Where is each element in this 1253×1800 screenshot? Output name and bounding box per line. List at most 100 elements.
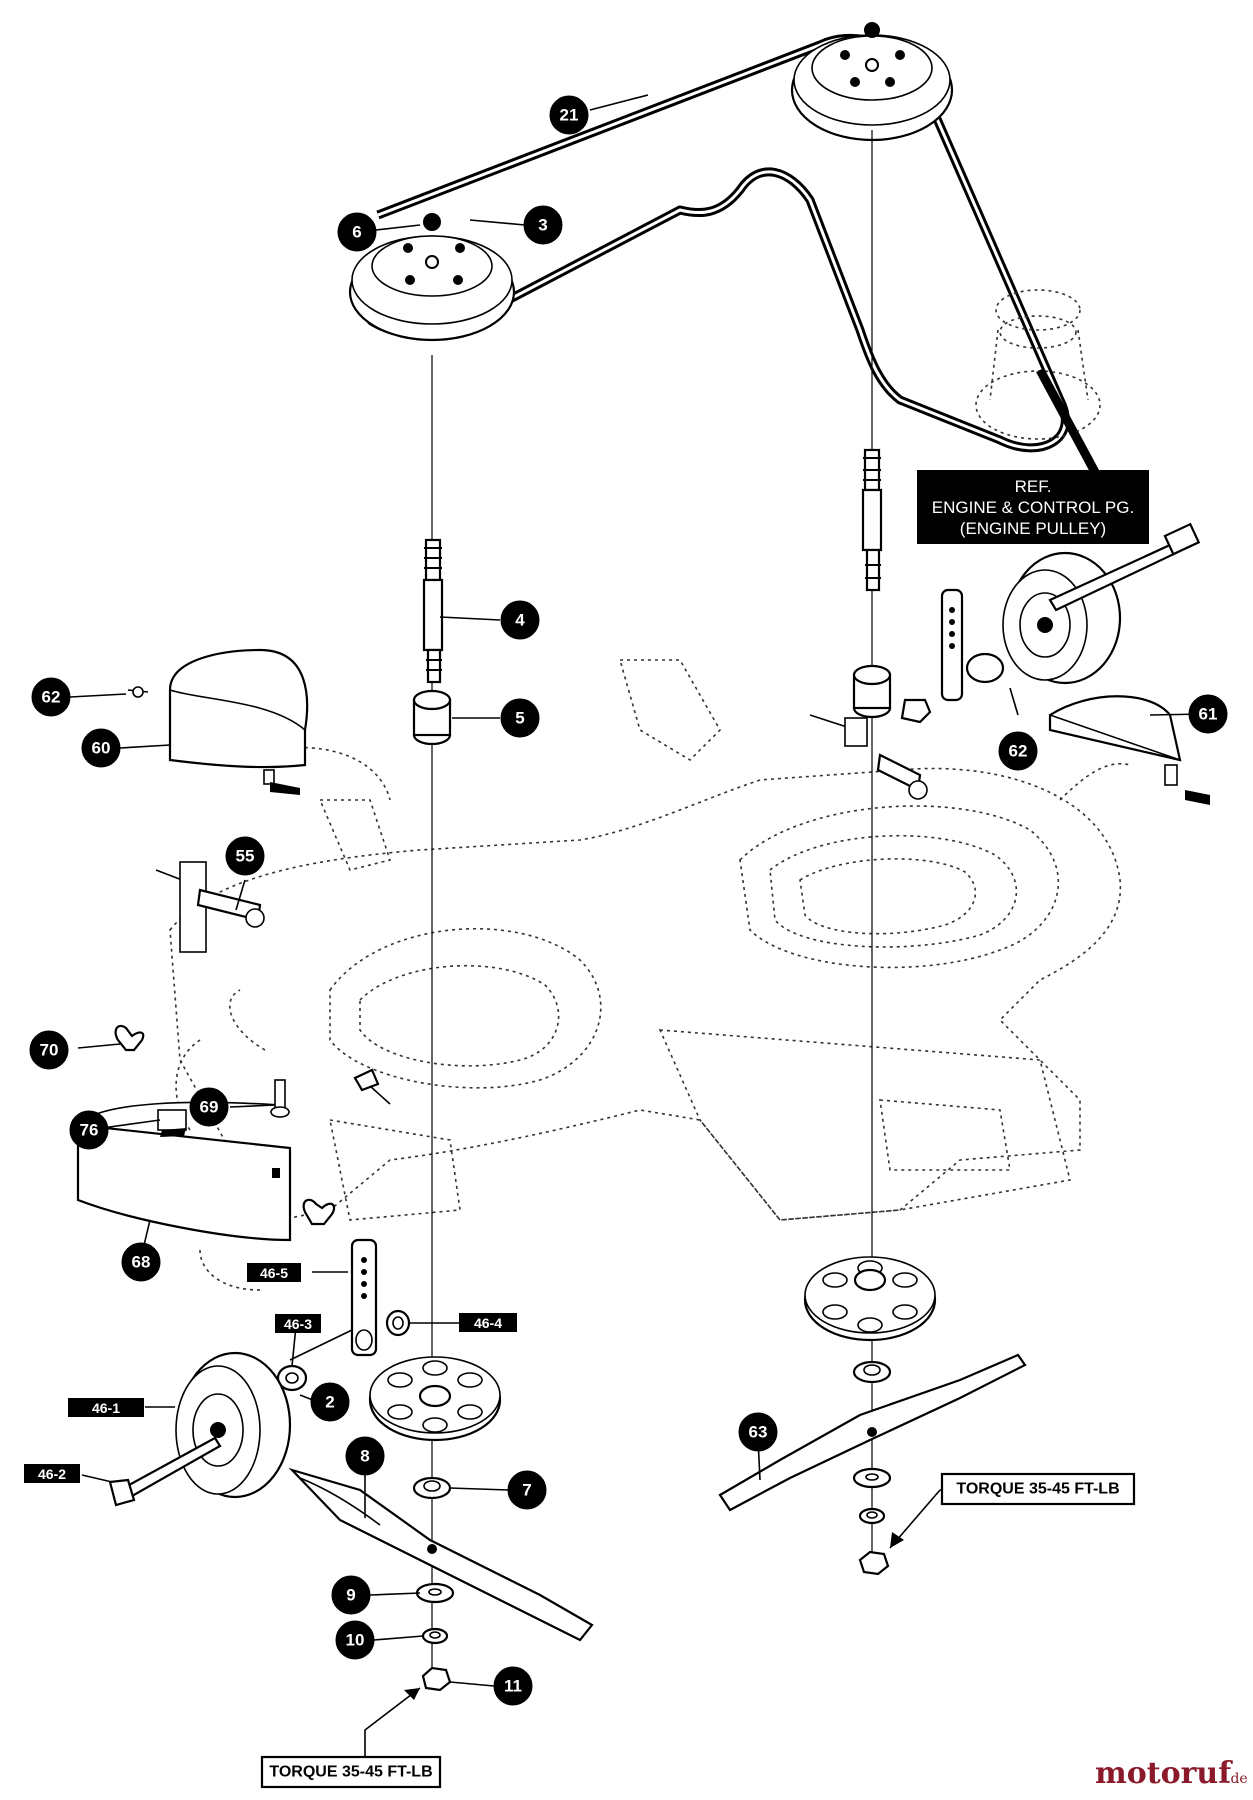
svg-text:60: 60 xyxy=(92,739,111,758)
svg-text:68: 68 xyxy=(132,1253,151,1272)
svg-text:2: 2 xyxy=(325,1393,334,1412)
left-wheel-bracket xyxy=(289,1238,378,1361)
svg-text:61: 61 xyxy=(1199,705,1218,724)
svg-text:76: 76 xyxy=(80,1121,99,1140)
svg-text:4: 4 xyxy=(515,611,525,630)
callout-76: 76 xyxy=(69,1110,109,1150)
svg-text:46-1: 46-1 xyxy=(92,1400,120,1416)
svg-text:8: 8 xyxy=(360,1447,369,1466)
left-gauge-wheel xyxy=(108,1351,292,1507)
torque-arrow-right xyxy=(889,1489,941,1549)
svg-text:62: 62 xyxy=(1009,742,1028,761)
callout-6: 6 xyxy=(337,212,377,252)
svg-text:11: 11 xyxy=(504,1677,522,1696)
callout-10: 10 xyxy=(335,1620,375,1660)
tag-46-4: 46-4 xyxy=(459,1313,517,1332)
tag-46-5: 46-5 xyxy=(247,1263,301,1282)
svg-text:46-4: 46-4 xyxy=(474,1315,502,1331)
torque-spec-left: TORQUE 35-45 FT-LB xyxy=(260,1755,442,1789)
right-blade xyxy=(718,1353,1027,1512)
right-lock-washer xyxy=(858,1507,886,1525)
callout-70: 70 xyxy=(29,1030,69,1070)
callout-3: 3 xyxy=(523,205,563,245)
left-spindle-spacer xyxy=(412,689,452,746)
svg-text:55: 55 xyxy=(236,847,255,866)
left-deflector-guard xyxy=(76,1101,292,1242)
left-spindle-pulley xyxy=(348,213,516,342)
left-blade-adapter xyxy=(368,1356,502,1442)
left-bearing xyxy=(412,1476,452,1500)
left-washer xyxy=(415,1582,455,1604)
right-blade-adapter xyxy=(803,1256,937,1342)
callout-63: 63 xyxy=(738,1412,778,1452)
right-spindle-bolt xyxy=(861,448,883,592)
engine-pulley-reference xyxy=(975,289,1101,440)
right-wheel-bracket xyxy=(900,588,1005,724)
left-deck-link xyxy=(155,861,265,953)
svg-text:69: 69 xyxy=(200,1098,219,1117)
left-blade xyxy=(288,1467,594,1642)
callout-62-left: 62 xyxy=(31,677,71,717)
svg-text:TORQUE 35-45 FT-LB: TORQUE 35-45 FT-LB xyxy=(956,1481,1119,1498)
right-gauge-wheel xyxy=(1002,522,1201,685)
right-washer xyxy=(852,1467,892,1489)
callout-61: 61 xyxy=(1188,694,1228,734)
tag-46-1: 46-1 xyxy=(68,1398,144,1417)
svg-text:21: 21 xyxy=(560,106,579,125)
callout-21: 21 xyxy=(549,95,589,135)
mower-deck-outline xyxy=(169,659,1131,1291)
left-lock-washer xyxy=(421,1627,449,1645)
svg-text:63: 63 xyxy=(749,1423,768,1442)
wing-nut-70 xyxy=(77,1024,145,1052)
svg-text:REF.: REF. xyxy=(1015,477,1052,496)
right-blade-nut xyxy=(858,1550,890,1576)
right-deck-link xyxy=(809,714,928,800)
svg-text:10: 10 xyxy=(346,1631,365,1650)
wing-nut-lower xyxy=(302,1198,336,1226)
callout-2: 2 xyxy=(310,1382,350,1422)
left-spindle-bolt xyxy=(422,538,444,684)
svg-text:46-2: 46-2 xyxy=(38,1466,66,1482)
tag-46-3: 46-3 xyxy=(275,1314,321,1333)
right-belt-cover xyxy=(1048,695,1210,805)
callout-62-right: 62 xyxy=(998,731,1038,771)
callout-5: 5 xyxy=(500,698,540,738)
svg-text:6: 6 xyxy=(352,223,361,242)
left-belt-cover xyxy=(127,648,309,795)
svg-text:ENGINE & CONTROL PG.: ENGINE & CONTROL PG. xyxy=(932,498,1134,517)
deck-bolt xyxy=(353,1068,391,1105)
svg-text:9: 9 xyxy=(346,1586,355,1605)
left-wheel-nut xyxy=(385,1309,411,1337)
callout-55: 55 xyxy=(225,836,265,876)
svg-text:5: 5 xyxy=(515,709,524,728)
right-idler-pulley xyxy=(790,22,954,142)
left-wheel-spacer xyxy=(276,1364,308,1392)
tag-46-2: 46-2 xyxy=(24,1464,80,1483)
engine-pulley-reference-note: REF. ENGINE & CONTROL PG. (ENGINE PULLEY… xyxy=(917,367,1149,544)
callout-69: 69 xyxy=(189,1087,229,1127)
svg-text:3: 3 xyxy=(538,216,547,235)
svg-text:(ENGINE PULLEY): (ENGINE PULLEY) xyxy=(960,519,1106,538)
torque-spec-right: TORQUE 35-45 FT-LB xyxy=(940,1472,1136,1506)
svg-text:7: 7 xyxy=(522,1481,531,1500)
stud-69 xyxy=(270,1079,290,1118)
svg-text:TORQUE 35-45 FT-LB: TORQUE 35-45 FT-LB xyxy=(269,1764,432,1781)
left-blade-nut xyxy=(421,1666,452,1692)
svg-text:motoruf: motoruf xyxy=(1095,1756,1233,1791)
right-spindle-spacer xyxy=(852,664,892,719)
svg-text:70: 70 xyxy=(40,1041,59,1060)
svg-text:46-3: 46-3 xyxy=(284,1316,312,1332)
watermark-logo: motoruf .de xyxy=(1095,1756,1248,1791)
right-bearing xyxy=(852,1360,892,1384)
callout-7: 7 xyxy=(507,1470,547,1510)
svg-text:62: 62 xyxy=(42,688,61,707)
callout-8: 8 xyxy=(345,1436,385,1476)
callout-9: 9 xyxy=(331,1575,371,1615)
callout-4: 4 xyxy=(500,600,540,640)
callout-68: 68 xyxy=(121,1242,161,1282)
callout-11: 11 xyxy=(493,1666,533,1706)
svg-text:46-5: 46-5 xyxy=(260,1265,288,1281)
svg-text:.de: .de xyxy=(1226,1771,1248,1787)
callout-60: 60 xyxy=(81,728,121,768)
